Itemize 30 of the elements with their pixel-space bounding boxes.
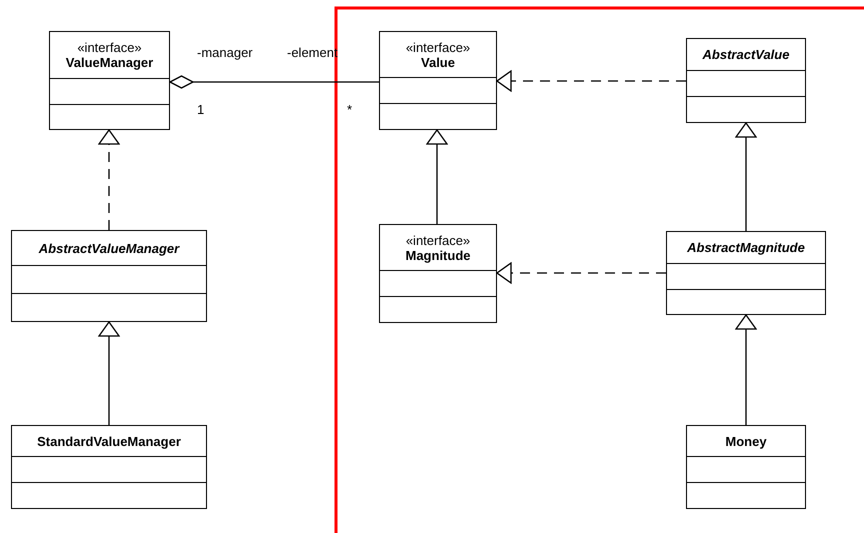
generalization-arrow [735,122,757,231]
stereotype-label: «interface» [406,232,470,248]
class-name: AbstractValueManager [38,240,180,256]
class-name: AbstractMagnitude [687,240,805,255]
class-name: Money [725,434,767,448]
generalization-arrow [98,321,120,425]
class-box [379,31,497,130]
role-label: -manager [197,45,253,60]
class-box [11,230,207,322]
class-name: Value [421,54,455,70]
class-box [49,31,170,130]
class-box [666,231,826,315]
class-box [686,425,806,509]
class-name: ValueManager [66,55,154,70]
generalization-arrow [735,314,757,425]
stereotype-label: «interface» [77,40,142,55]
class-box [11,425,207,509]
multiplicity-label: 1 [197,102,204,117]
generalization-arrow [426,129,448,224]
class-name: Magnitude [406,248,470,262]
stereotype-label: «interface» [406,40,470,54]
class-name: AbstractValue [702,47,790,62]
aggregation-line [169,75,379,89]
class-box [686,38,806,123]
class-name: StandardValueManager [37,434,181,448]
realization-arrow [496,70,686,92]
class-box [379,224,497,323]
multiplicity-label: * [347,102,352,117]
realization-arrow [496,262,666,284]
realization-arrow [98,129,120,230]
